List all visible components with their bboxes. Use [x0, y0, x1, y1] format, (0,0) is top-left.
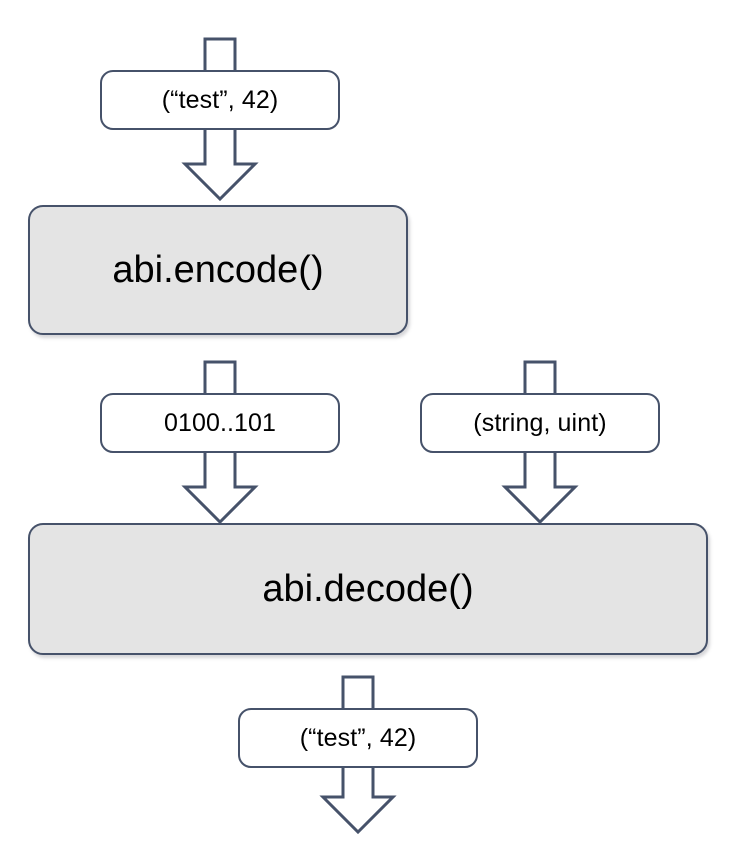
- arrow-output-tuple-to-external: [319, 767, 397, 835]
- node-output-tuple-label: (“test”, 42): [299, 723, 417, 752]
- node-input-tuple-label: (“test”, 42): [161, 85, 279, 114]
- arrow-input-tuple-to-abi-encode: [181, 129, 259, 202]
- arrow-into-input-tuple: [203, 37, 237, 71]
- node-input-tuple: (“test”, 42): [100, 70, 340, 130]
- node-type-signature: (string, uint): [420, 393, 660, 453]
- arrow-into-output-tuple: [341, 675, 375, 709]
- arrow-encoded-bytes-to-abi-decode: [181, 452, 259, 525]
- node-type-signature-label: (string, uint): [473, 408, 607, 437]
- node-abi-encode-label: abi.encode(): [112, 249, 324, 291]
- arrow-into-encoded-bytes: [203, 360, 237, 394]
- node-output-tuple: (“test”, 42): [238, 708, 478, 768]
- node-abi-decode: abi.decode(): [28, 523, 708, 655]
- node-abi-encode: abi.encode(): [28, 205, 408, 335]
- node-abi-decode-label: abi.decode(): [262, 568, 474, 610]
- arrow-type-signature-to-abi-decode: [501, 452, 579, 525]
- node-encoded-bytes-label: 0100..101: [163, 408, 277, 437]
- arrow-into-type-signature: [523, 360, 557, 394]
- node-encoded-bytes: 0100..101: [100, 393, 340, 453]
